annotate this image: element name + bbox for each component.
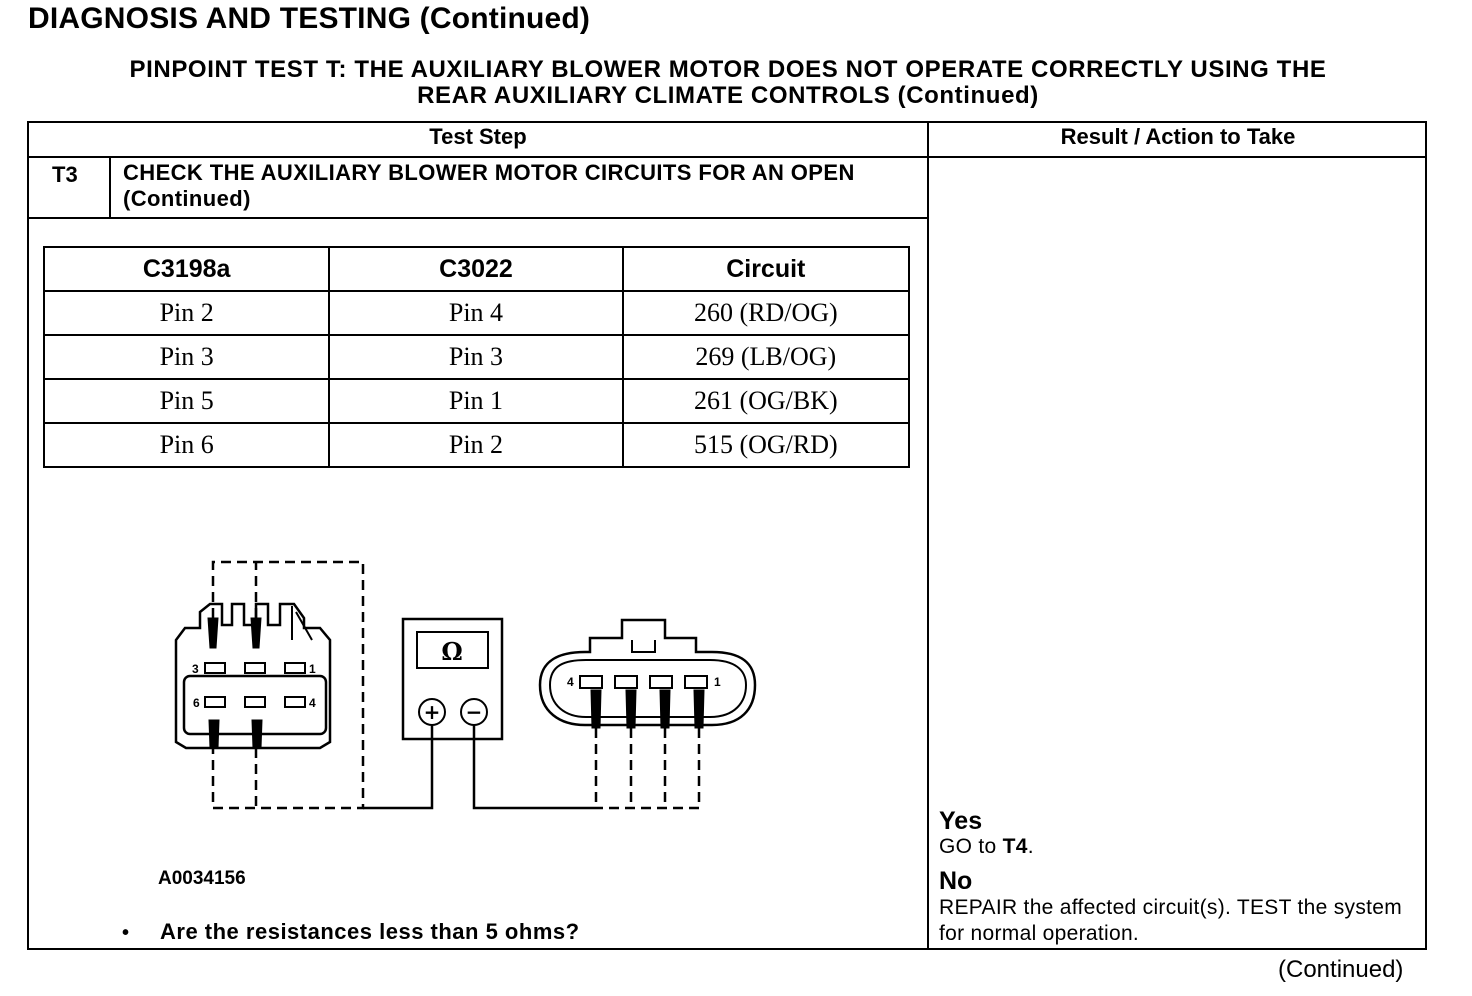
header-divider — [27, 156, 1427, 158]
column-header-c3198a: C3198a — [42, 246, 331, 292]
continued-footer: (Continued) — [1278, 956, 1404, 983]
c3022-probes — [590, 689, 705, 729]
yes-action-prefix: GO to — [939, 835, 1003, 858]
test-table-frame — [27, 121, 1427, 950]
column-header-c3022: C3022 — [328, 246, 624, 292]
c3198a-pin-label-1: 1 — [309, 662, 316, 676]
table-cell: Pin 3 — [42, 334, 331, 380]
c3022-jumper-wires — [594, 728, 701, 810]
table-cell: Pin 5 — [42, 378, 331, 424]
figure-id: A0034156 — [158, 868, 246, 889]
c3198a-jumper-wires — [211, 560, 365, 810]
table-row: Pin 3 Pin 3 269 (LB/OG) — [42, 334, 911, 380]
c3022-connector — [538, 618, 757, 727]
table-row: Pin 5 Pin 1 261 (OG/BK) — [42, 378, 911, 424]
step-id-divider — [109, 156, 111, 218]
yes-label: Yes — [939, 807, 983, 835]
result-action-header: Result / Action to Take — [1060, 124, 1296, 149]
table-cell: Pin 2 — [42, 290, 331, 336]
test-step-header: Test Step — [429, 124, 527, 149]
table-cell: Pin 3 — [328, 334, 624, 380]
step-title-divider — [27, 217, 929, 219]
table-cell: Pin 6 — [42, 422, 331, 468]
step-title: CHECK THE AUXILIARY BLOWER MOTOR CIRCUIT… — [123, 160, 855, 211]
table-row: Pin 6 Pin 2 515 (OG/RD) — [42, 422, 911, 468]
no-label: No — [939, 867, 973, 895]
table-cell: Pin 2 — [328, 422, 624, 468]
pinpoint-test-title-line2: REAR AUXILIARY CLIMATE CONTROLS (Continu… — [417, 82, 1039, 109]
no-action: REPAIR the affected circuit(s). TEST the… — [939, 896, 1403, 945]
c3198a-pin-label-3: 3 — [192, 662, 199, 676]
test-question: Are the resistances less than 5 ohms? — [160, 919, 580, 944]
c3198a-probes — [207, 617, 263, 749]
pinpoint-test-title-line1: PINPOINT TEST T: THE AUXILIARY BLOWER MO… — [129, 56, 1327, 83]
table-cell: Pin 4 — [328, 290, 624, 336]
column-header-circuit: Circuit — [621, 246, 911, 292]
column-divider — [927, 121, 929, 950]
pin-circuit-table: C3198a C3022 Circuit Pin 2 Pin 4 260 (RD… — [42, 246, 911, 468]
page-title: DIAGNOSIS AND TESTING (Continued) — [28, 2, 591, 35]
c3022-pin-label-1: 1 — [714, 675, 721, 689]
table-header-row: C3198a C3022 Circuit — [42, 246, 911, 292]
connector-test-diagram: 3 1 6 4 Ω + − 4 1 — [174, 560, 757, 810]
c3198a-pin-label-6: 6 — [193, 696, 200, 710]
meter-leads — [363, 725, 596, 810]
bullet-icon: • — [122, 922, 130, 944]
table-cell: 269 (LB/OG) — [621, 334, 911, 380]
yes-action-target: T4 — [1002, 835, 1028, 858]
c3198a-connector — [174, 602, 332, 750]
step-id: T3 — [52, 162, 78, 187]
c3022-pin-label-4: 4 — [567, 675, 574, 689]
minus-terminal-icon: − — [466, 700, 483, 724]
plus-terminal-icon: + — [424, 700, 441, 724]
yes-action-suffix: . — [1027, 835, 1034, 858]
table-cell: 261 (OG/BK) — [621, 378, 911, 424]
table-cell: 515 (OG/RD) — [621, 422, 911, 468]
table-cell: Pin 1 — [328, 378, 624, 424]
c3198a-pin-label-4: 4 — [309, 696, 316, 710]
table-row: Pin 2 Pin 4 260 (RD/OG) — [42, 290, 911, 336]
ohm-symbol: Ω — [441, 637, 462, 666]
table-cell: 260 (RD/OG) — [621, 290, 911, 336]
yes-action: GO to T4. — [939, 834, 1419, 860]
